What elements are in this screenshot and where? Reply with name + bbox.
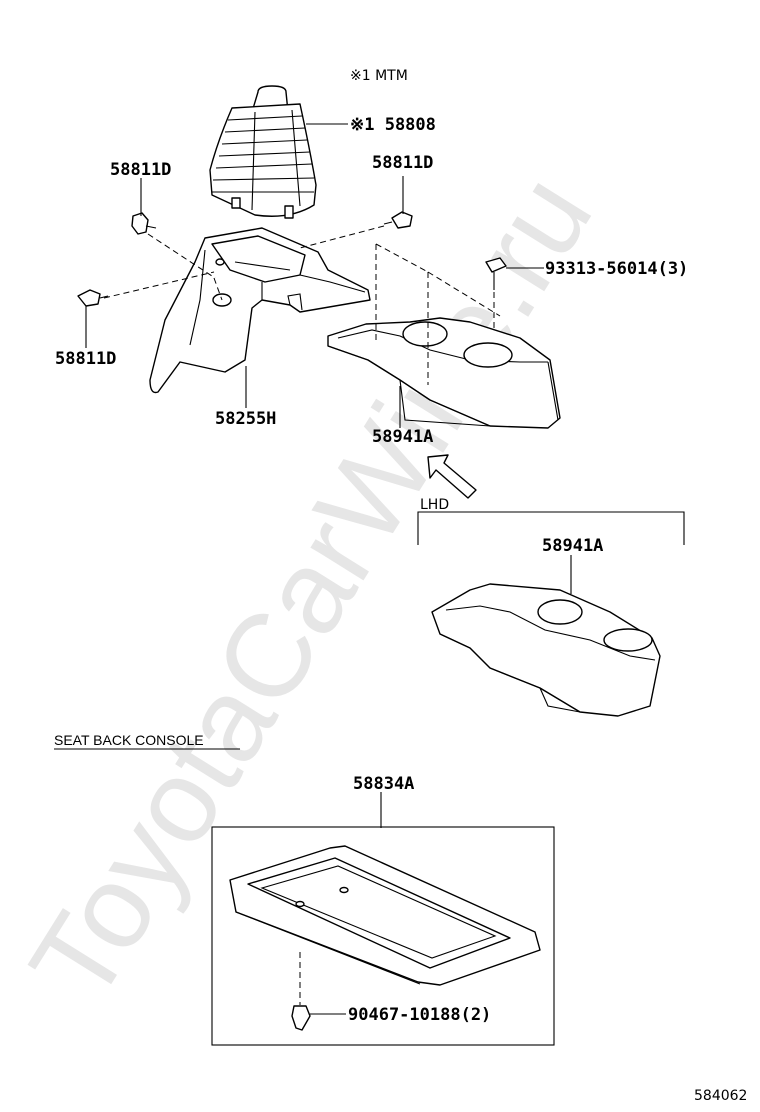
label-bezel: 58255H — [215, 409, 276, 429]
console-box-lhd — [431, 583, 661, 717]
clip-90467 — [291, 952, 311, 1031]
label-clip-bottom: 90467-10188(2) — [348, 1005, 491, 1025]
clip-top-left — [131, 212, 157, 235]
label-clip-left: 58811D — [55, 349, 116, 369]
clip-left — [77, 289, 109, 307]
label-seat-back-console: 58834A — [353, 774, 414, 794]
label-clip-top-right: 58811D — [372, 153, 433, 173]
label-box-lhd: 58941A — [542, 536, 603, 556]
lhd-title: LHD — [420, 497, 449, 513]
seat-back-console-frame — [211, 826, 555, 1046]
lhd-section: LHD — [417, 497, 685, 545]
shift-lever-bezel — [149, 227, 371, 394]
label-screw: 93313-56014(3) — [545, 259, 688, 279]
shift-boot — [209, 85, 317, 219]
seat-back-console-tray — [229, 845, 541, 986]
lhd-arrow — [427, 454, 477, 499]
clip-top-right — [383, 211, 413, 229]
label-shift-boot: ※1 58808 — [350, 115, 436, 135]
variant-note: ※1 MTM — [350, 68, 408, 84]
seat-back-console-title: SEAT BACK CONSOLE — [54, 732, 204, 748]
label-clip-top-left: 58811D — [110, 160, 171, 180]
console-box-main — [327, 317, 561, 429]
label-box-main: 58941A — [372, 427, 433, 447]
diagram-id: 584062 — [694, 1088, 747, 1104]
